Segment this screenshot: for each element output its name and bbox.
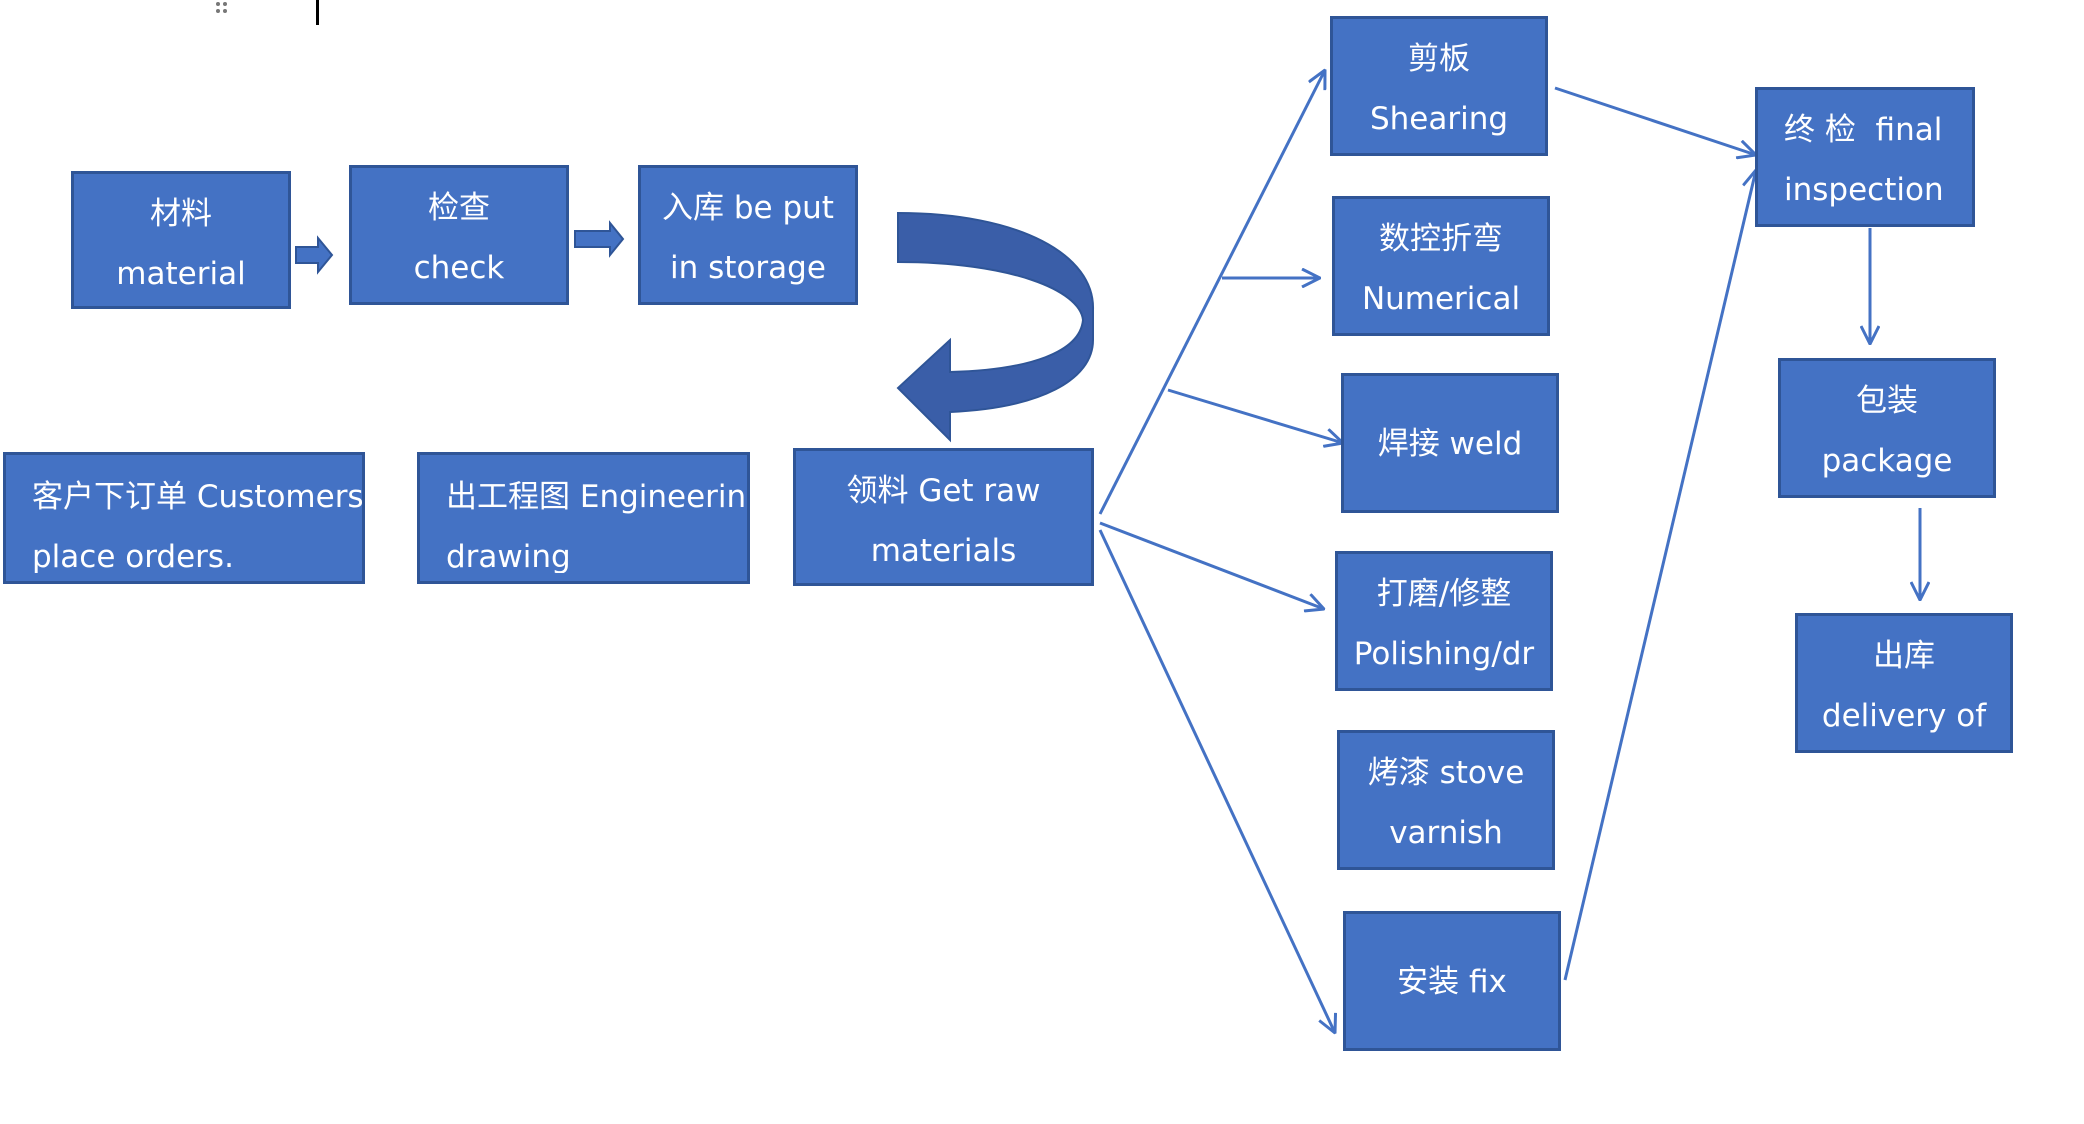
node-numerical-line-1: 数控折弯 xyxy=(1379,221,1503,257)
node-fix-line-1: 安装 fix xyxy=(1397,964,1507,1000)
node-package-line-2: package xyxy=(1821,443,1953,479)
node-storage-line-1: 入库 be put xyxy=(662,190,834,226)
node-stove-line-1: 烤漆 stove xyxy=(1367,755,1525,791)
node-shearing: 剪板 Shearing xyxy=(1330,16,1548,156)
node-material-line-1: 材料 xyxy=(150,196,212,232)
connector-raw-to-weld xyxy=(1167,388,1343,443)
node-drawing: 出工程图 Engineering drawing xyxy=(417,452,750,584)
node-drawing-line-2: drawing xyxy=(446,539,571,573)
node-package-line-1: 包装 xyxy=(1856,383,1918,419)
node-shearing-line-2: Shearing xyxy=(1369,101,1509,137)
node-final-line-2: inspection xyxy=(1784,172,1944,208)
curved-arrow-storage-to-raw xyxy=(896,211,1095,443)
node-polishing-line-1: 打磨/修整 xyxy=(1376,576,1512,612)
node-storage: 入库 be put in storage xyxy=(638,165,858,305)
block-arrow-check-to-storage xyxy=(574,220,625,258)
node-final-inspection: 终 检 final inspection xyxy=(1755,87,1975,227)
node-check-line-2: check xyxy=(413,250,505,286)
node-orders-line-2: place orders. xyxy=(32,539,234,573)
node-final-line-1: 终 检 final xyxy=(1784,112,1943,148)
node-fix: 安装 fix xyxy=(1343,911,1561,1051)
connector-shearing-to-final xyxy=(1554,86,1756,155)
node-delivery-line-2: delivery of xyxy=(1821,698,1987,734)
node-weld: 焊接 weld xyxy=(1341,373,1559,513)
node-raw-line-1: 领料 Get raw xyxy=(846,473,1041,509)
node-raw-line-2: materials xyxy=(870,533,1017,569)
node-check: 检查 check xyxy=(349,165,569,305)
node-shearing-line-1: 剪板 xyxy=(1408,41,1470,77)
node-storage-line-2: in storage xyxy=(670,250,826,286)
node-stove-line-2: varnish xyxy=(1389,815,1503,851)
connector-raw-to-fix xyxy=(1098,529,1335,1033)
block-arrow-material-to-check xyxy=(295,235,334,275)
node-numerical-line-2: Numerical xyxy=(1361,281,1521,317)
node-delivery-line-1: 出库 xyxy=(1873,638,1935,674)
node-orders: 客户下订单 Customers place orders. xyxy=(3,452,365,584)
node-drawing-line-1: 出工程图 Engineering xyxy=(446,479,747,515)
node-check-line-1: 检查 xyxy=(428,190,490,226)
node-raw: 领料 Get raw materials xyxy=(793,448,1094,586)
node-polishing: 打磨/修整 Polishing/dr xyxy=(1335,551,1553,691)
node-polishing-line-2: Polishing/dr xyxy=(1353,636,1535,672)
node-orders-line-1: 客户下订单 Customers xyxy=(32,479,362,515)
node-material-line-2: material xyxy=(116,256,246,292)
node-weld-line-1: 焊接 weld xyxy=(1377,426,1523,462)
node-material: 材料 material xyxy=(71,171,291,309)
connector-raw-to-shearing xyxy=(1098,70,1325,515)
text-cursor xyxy=(316,0,319,25)
node-package: 包装 package xyxy=(1778,358,1996,498)
connector-raw-to-polishing xyxy=(1099,521,1324,609)
node-stove: 烤漆 stove varnish xyxy=(1337,730,1555,870)
connector-fix-to-final xyxy=(1563,170,1756,981)
node-numerical: 数控折弯 Numerical xyxy=(1332,196,1550,336)
drag-handle-icon[interactable] xyxy=(216,0,230,14)
node-delivery: 出库 delivery of xyxy=(1795,613,2013,753)
